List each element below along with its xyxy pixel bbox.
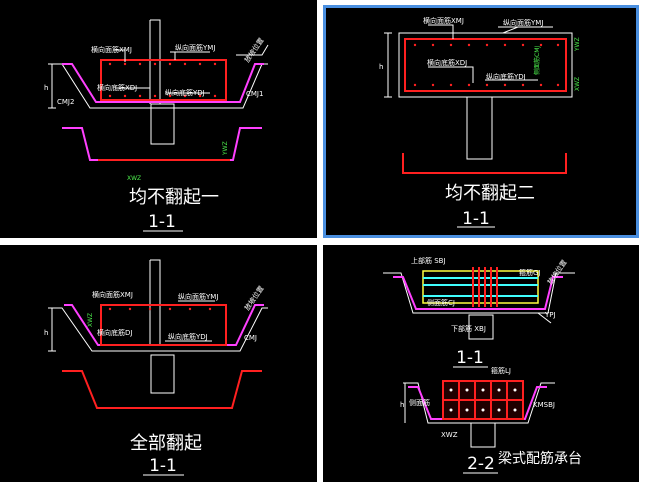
label-side: 侧面筋CMJ <box>533 46 541 75</box>
label-slope: 放坡位置 <box>242 36 265 64</box>
diagram-all-folded: 横向面筋XMJ 纵向面筋YMJ 横向底筋DJ 纵向底筋YDJ CMJ XWZ 放… <box>44 259 268 476</box>
panel-uniform-no-fold-2[interactable]: 横向面筋XMJ 纵向面筋YMJ 横向底筋XDJ 纵向底筋YDJ 侧面筋CMJ Y… <box>323 5 639 238</box>
panel-uniform-no-fold-1[interactable]: 横向面筋XMJ 纵向面筋YMJ 横向底筋XDJ 纵向底筋YDJ CMJ2 CMJ… <box>0 0 317 238</box>
label-slope: 放坡位置 <box>545 258 568 286</box>
label-bottom-transverse: 横向底筋DJ <box>97 328 132 337</box>
label-top-longitudinal: 纵向面筋YMJ <box>175 43 215 52</box>
panel-beam-cap[interactable]: 上部筋 SBJ 侧面筋CJ 下部筋 XBJ 箍筋GJ YPJ 放坡位置 1-1 … <box>323 245 639 482</box>
diagram-beam-cap: 上部筋 SBJ 侧面筋CJ 下部筋 XBJ 箍筋GJ YPJ 放坡位置 1-1 … <box>383 256 582 474</box>
label-h: h <box>44 84 48 92</box>
label-bottom-longitudinal: 纵向底筋YDJ <box>486 72 526 81</box>
section-label-1: 1-1 <box>456 348 484 368</box>
caption: 均不翻起二 <box>445 183 535 204</box>
label-xwz: XWZ <box>574 77 581 91</box>
caption: 梁式配筋承台 <box>498 450 582 467</box>
label-ywz: YWZ <box>222 141 229 156</box>
panel-all-folded[interactable]: 横向面筋XMJ 纵向面筋YMJ 横向底筋DJ 纵向底筋YDJ CMJ XWZ 放… <box>0 245 317 482</box>
diagram-uniform-no-fold-1: 横向面筋XMJ 纵向面筋YMJ 横向底筋XDJ 纵向底筋YDJ CMJ2 CMJ… <box>44 19 269 232</box>
label-ywz: YWZ <box>574 37 581 52</box>
label-top-transverse: 横向面筋XMJ <box>92 290 133 299</box>
label-bottom-longitudinal: 纵向底筋YDJ <box>168 332 208 341</box>
section-label-2: 2-2 <box>467 454 495 474</box>
label-kmsbj: KMSBJ <box>533 401 555 409</box>
section-label: 1-1 <box>149 456 177 476</box>
label-bottom: 下部筋 XBJ <box>451 324 486 333</box>
label-xwz: XWZ <box>441 431 458 439</box>
label-bottom-transverse: 横向底筋XDJ <box>97 83 137 92</box>
label-top-longitudinal: 纵向面筋YMJ <box>178 292 218 301</box>
label-top-longitudinal: 纵向面筋YMJ <box>503 18 543 27</box>
label-side2: 侧面筋 <box>409 398 430 407</box>
label-side-left: CMJ2 <box>57 98 74 106</box>
label-stirrup2: 箍筋LJ <box>491 366 511 375</box>
diagram-uniform-no-fold-2: 横向面筋XMJ 纵向面筋YMJ 横向底筋XDJ 纵向底筋YDJ 侧面筋CMJ Y… <box>379 16 581 229</box>
label-side: CMJ <box>244 334 257 342</box>
caption: 全部翻起 <box>130 433 202 454</box>
label-side-right: CMJ1 <box>246 90 263 98</box>
label-xwz: XWZ <box>87 313 94 327</box>
label-xwz: XWZ <box>127 175 141 182</box>
label-top: 上部筋 SBJ <box>411 256 446 265</box>
section-label: 1-1 <box>462 209 490 229</box>
label-side: 侧面筋CJ <box>427 298 455 307</box>
label-ypj: YPJ <box>544 311 556 319</box>
label-stirrup: 箍筋GJ <box>519 268 541 277</box>
label-h: h <box>400 401 404 409</box>
caption: 均不翻起一 <box>129 187 219 208</box>
label-top-transverse: 横向面筋XMJ <box>423 16 464 25</box>
label-h: h <box>44 329 48 337</box>
label-bottom-longitudinal: 纵向底筋YDJ <box>165 88 205 97</box>
label-bottom-transverse: 横向底筋XDJ <box>427 58 467 67</box>
label-top-transverse: 横向面筋XMJ <box>91 45 132 54</box>
section-label: 1-1 <box>148 212 176 232</box>
label-h: h <box>379 63 383 71</box>
